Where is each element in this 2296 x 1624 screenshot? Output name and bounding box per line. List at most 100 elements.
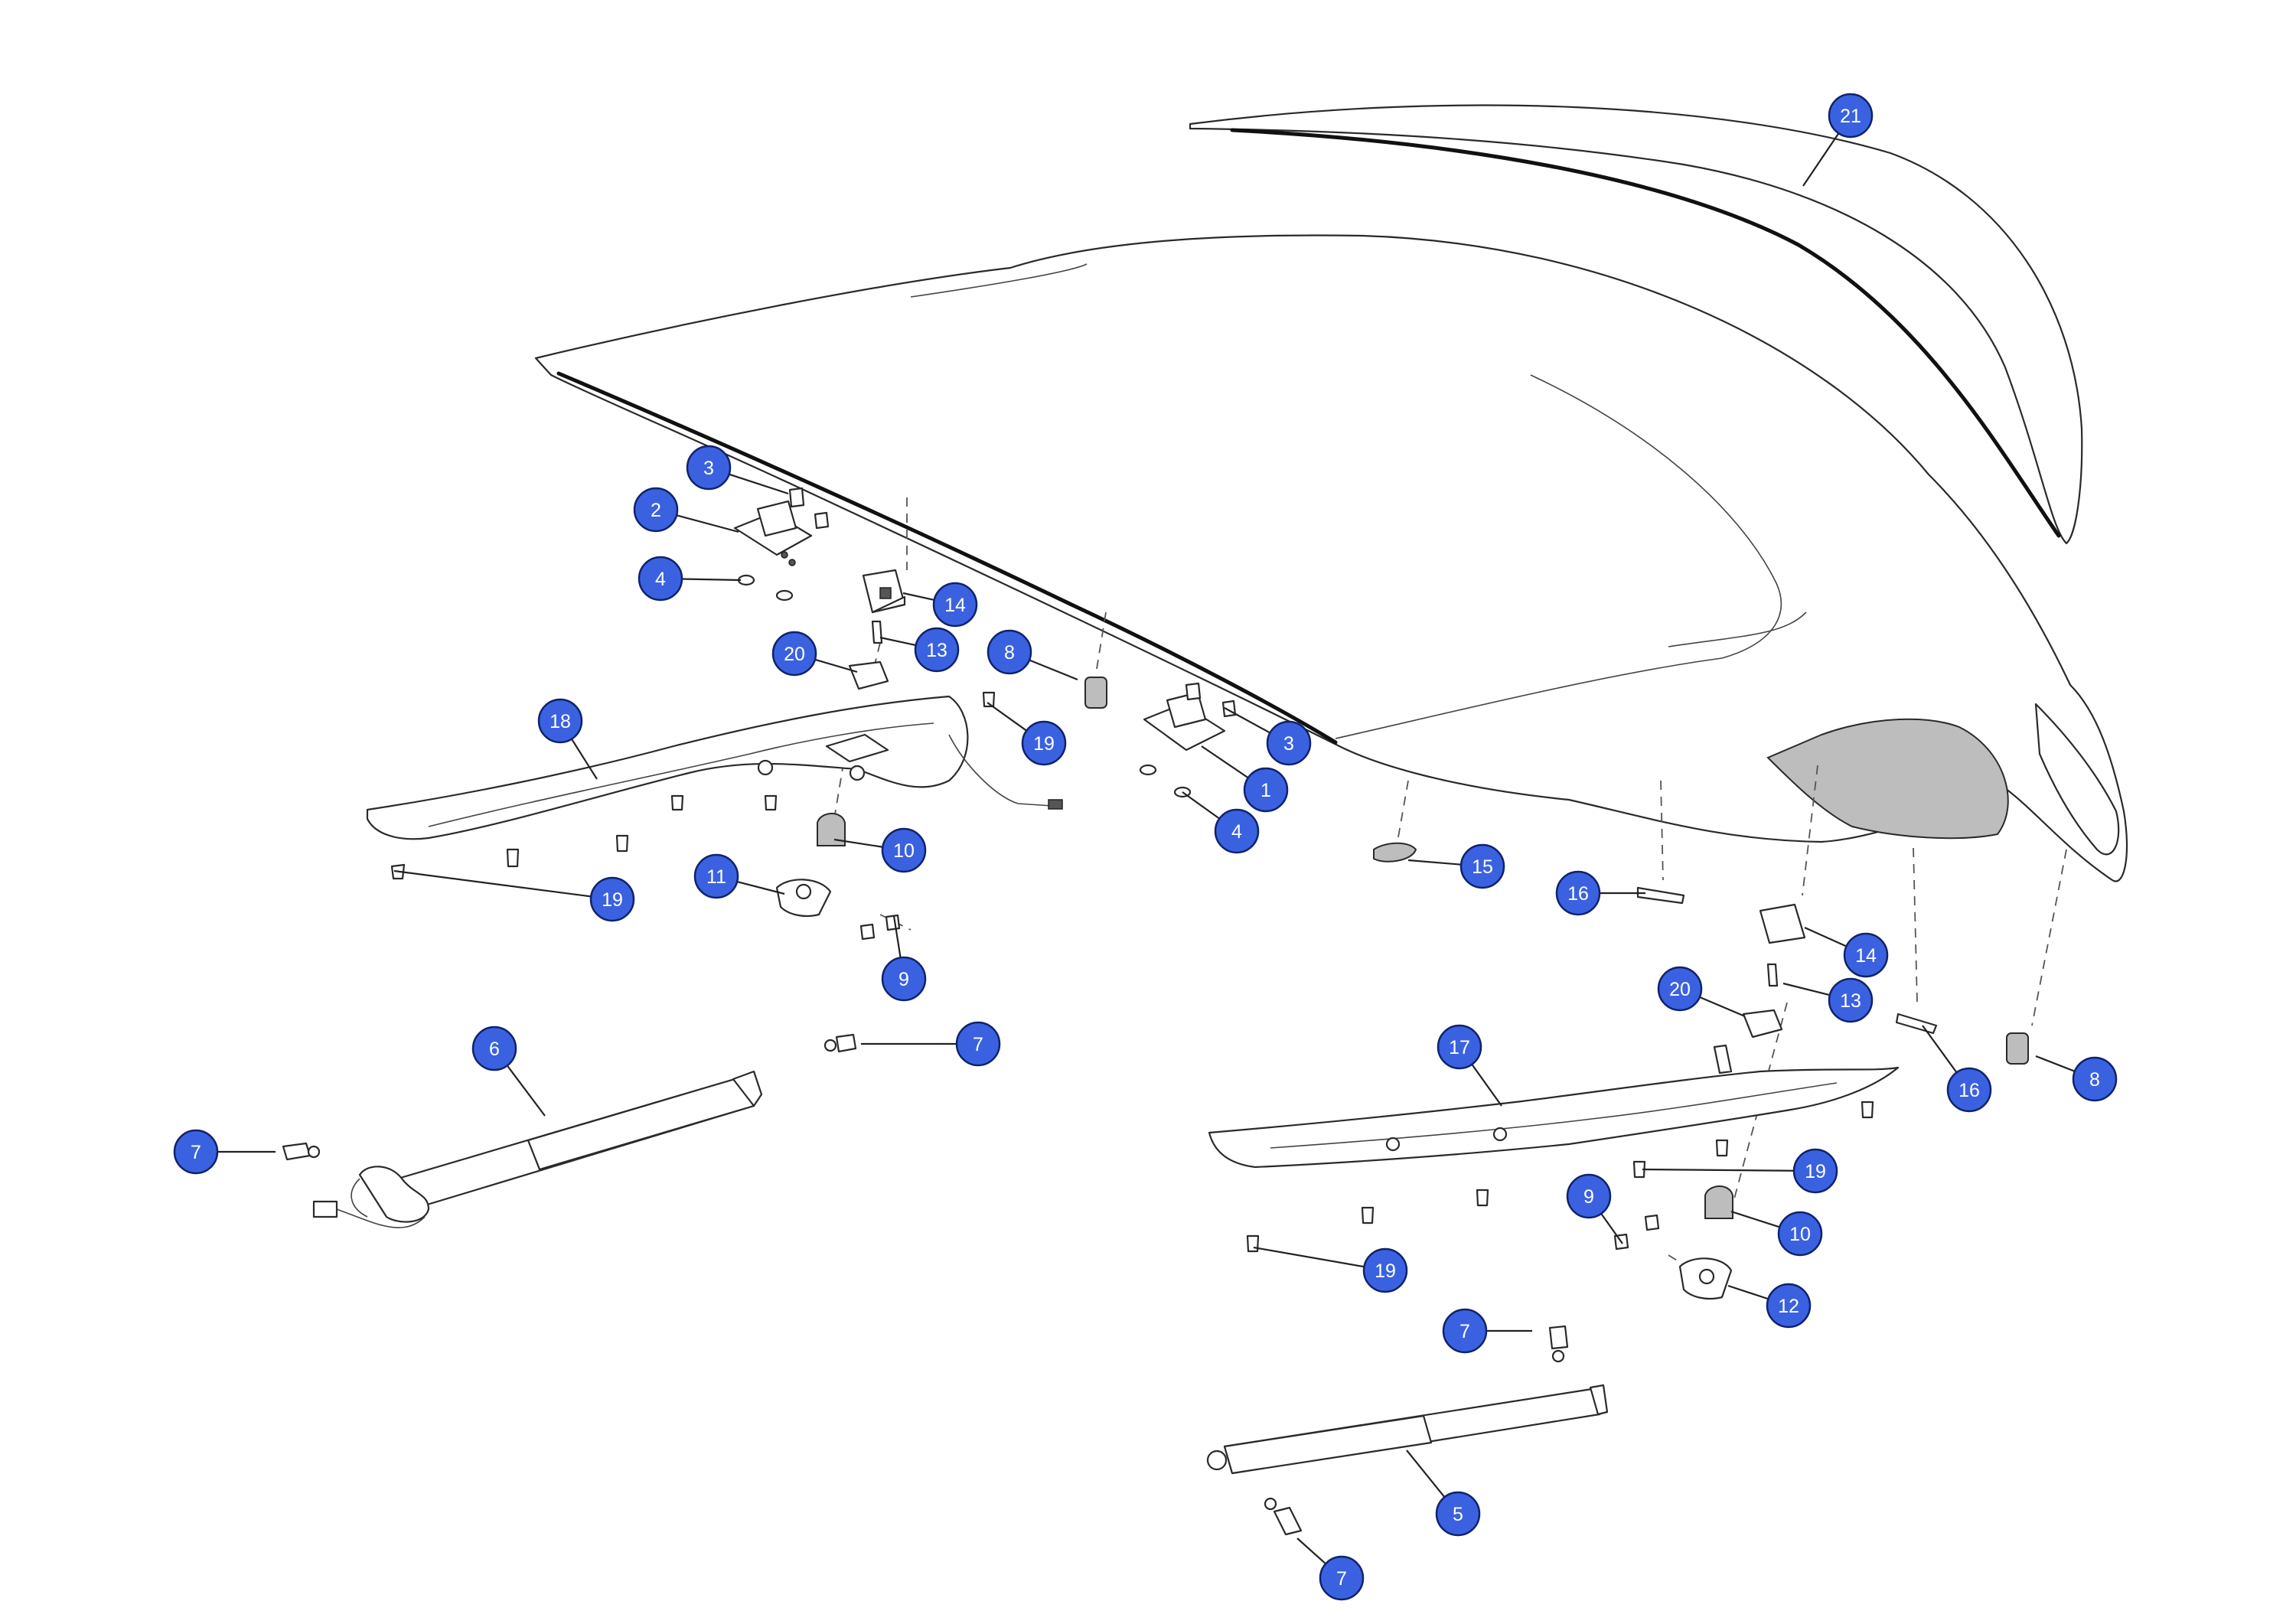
callout-number: 13 xyxy=(1840,990,1861,1012)
leader-line xyxy=(1029,659,1078,681)
leader-line xyxy=(1782,982,1831,996)
callout-number: 20 xyxy=(784,644,805,665)
callout-20: 20 xyxy=(771,631,817,677)
callout-number: 2 xyxy=(651,500,661,521)
callout-number: 12 xyxy=(1778,1296,1799,1317)
callout-number: 7 xyxy=(1459,1321,1470,1342)
callout-circle xyxy=(1437,1024,1482,1070)
leader-line xyxy=(1600,1213,1623,1244)
leader-line xyxy=(1699,996,1746,1018)
callout-circle xyxy=(1319,1555,1365,1601)
callout-circle xyxy=(693,853,739,899)
leader-line xyxy=(1730,1210,1780,1228)
callout-4: 4 xyxy=(1214,808,1260,854)
cover-part xyxy=(1373,842,1417,863)
callout-circle xyxy=(471,1026,517,1071)
callout-number: 18 xyxy=(550,711,571,732)
callout-number: 7 xyxy=(191,1142,201,1163)
callout-13: 13 xyxy=(914,627,960,673)
callout-circle xyxy=(1792,1148,1838,1194)
trim-panel-left xyxy=(366,695,1063,840)
callout-circle xyxy=(1766,1283,1812,1329)
callout-15: 15 xyxy=(1459,843,1505,889)
clip-parts xyxy=(1636,886,1938,1035)
leader-line xyxy=(1804,926,1847,947)
tailgate-panel xyxy=(534,234,2128,882)
callout-circle xyxy=(881,956,927,1002)
callout-number: 16 xyxy=(1567,883,1589,905)
leader-line xyxy=(2035,1055,2076,1072)
callout-circle xyxy=(1566,1173,1612,1219)
callout-7: 7 xyxy=(955,1021,1001,1067)
callout-number: 19 xyxy=(1033,733,1055,755)
spoiler-part xyxy=(1189,104,2083,545)
callout-circle xyxy=(1214,808,1260,854)
callout-circle xyxy=(537,698,583,744)
callout-circle xyxy=(1555,870,1601,916)
callout-number: 5 xyxy=(1453,1504,1463,1525)
callout-9: 9 xyxy=(881,956,927,1002)
callout-9: 9 xyxy=(1566,1173,1612,1219)
callout-circle xyxy=(1946,1067,1992,1113)
callout-circle xyxy=(1843,932,1889,978)
bumper-block-right xyxy=(1742,903,1806,1039)
callout-19: 19 xyxy=(589,876,635,922)
callout-16: 16 xyxy=(1946,1067,1992,1113)
callout-14: 14 xyxy=(1843,932,1889,978)
callout-number: 14 xyxy=(1855,945,1877,967)
callout-number: 4 xyxy=(655,569,666,590)
leader-line xyxy=(736,880,785,895)
callout-8: 8 xyxy=(2072,1056,2118,1102)
callout-circle xyxy=(1828,93,1874,139)
nut-parts xyxy=(737,574,1192,798)
callout-number: 15 xyxy=(1472,856,1493,878)
callout-18: 18 xyxy=(537,698,583,744)
callout-circle xyxy=(914,627,960,673)
callout-number: 9 xyxy=(1583,1186,1594,1208)
callout-7: 7 xyxy=(173,1129,219,1175)
leader-line xyxy=(1201,745,1249,779)
callout-number: 9 xyxy=(899,969,909,990)
bumper-block-left xyxy=(848,569,906,690)
leader-line xyxy=(1802,132,1840,187)
callout-circle xyxy=(638,556,683,602)
callout-21: 21 xyxy=(1828,93,1874,139)
leader-line xyxy=(681,578,742,582)
callout-circle xyxy=(1777,1211,1823,1257)
leader-line xyxy=(1182,791,1220,820)
leader-line xyxy=(1224,707,1270,734)
callout-circle xyxy=(589,876,635,922)
callout-circle xyxy=(1459,843,1505,889)
hinge-left xyxy=(733,487,830,566)
callout-circle xyxy=(1657,966,1703,1012)
callout-10: 10 xyxy=(1777,1211,1823,1257)
hinge-right xyxy=(1143,682,1237,752)
callout-7: 7 xyxy=(1442,1308,1488,1354)
leader-line xyxy=(571,739,598,780)
callout-number: 4 xyxy=(1231,821,1242,843)
callout-13: 13 xyxy=(1828,977,1874,1023)
callout-circle xyxy=(1243,767,1289,813)
callout-number: 21 xyxy=(1840,106,1861,127)
callout-8: 8 xyxy=(987,629,1032,675)
trim-panel-right xyxy=(1208,1044,1900,1169)
callout-17: 17 xyxy=(1437,1024,1482,1070)
callout-circle xyxy=(173,1129,219,1175)
callout-number: 16 xyxy=(1958,1080,1980,1101)
callout-number: 3 xyxy=(1283,733,1294,755)
callout-20: 20 xyxy=(1657,966,1703,1012)
leader-line xyxy=(393,869,592,898)
leader-line xyxy=(1296,1538,1326,1565)
leader-lines xyxy=(217,132,2076,1565)
callout-number: 14 xyxy=(944,595,966,616)
strut-bracket-left xyxy=(775,879,901,941)
callout-19: 19 xyxy=(1021,720,1067,766)
callout-19: 19 xyxy=(1362,1247,1408,1293)
callout-11: 11 xyxy=(693,853,739,899)
callout-circle xyxy=(686,445,732,491)
leader-line xyxy=(1406,1450,1446,1498)
callout-number: 7 xyxy=(1336,1568,1347,1590)
gas-strut-left xyxy=(282,1070,763,1228)
